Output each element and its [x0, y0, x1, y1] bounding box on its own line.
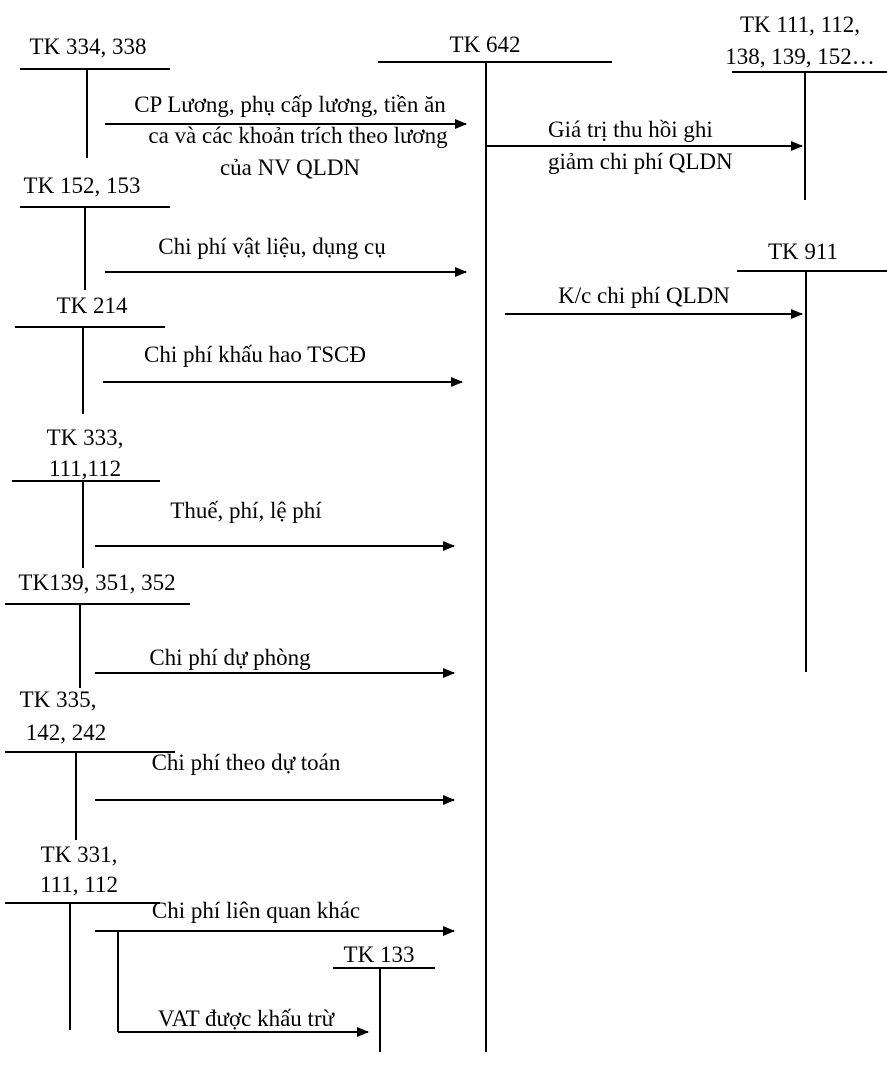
entry-taxes: Thuế, phí, lệ phí	[95, 498, 455, 551]
tk-111-line2-label: 138, 139, 152…	[725, 44, 875, 69]
salary-label-line3: của NV QLDN	[220, 155, 360, 180]
tk-333-line2-label: 111,112	[49, 456, 121, 481]
t-account-335-142-242: TK 335, 142, 242	[5, 687, 175, 840]
t-account-334-338: TK 334, 338	[20, 34, 170, 158]
tk-331-line1-label: TK 331,	[41, 842, 118, 867]
t-account-333: TK 333, 111,112	[12, 425, 160, 568]
t-account-139-351-352: TK139, 351, 352	[5, 570, 190, 688]
tk-139-label: TK139, 351, 352	[18, 570, 175, 595]
materials-label: Chi phí vật liệu, dụng cụ	[158, 234, 386, 259]
entry-transfer: K/c chi phí QLDN	[505, 283, 803, 319]
salary-label-line2: ca và các khoản trích theo lương	[148, 123, 448, 148]
estimate-label: Chi phí theo dự toán	[152, 750, 341, 775]
tk-214-label: TK 214	[57, 293, 128, 318]
tk-335-line1-label: TK 335,	[20, 687, 97, 712]
tk-111-line1-label: TK 111, 112,	[740, 12, 860, 37]
t-account-111-112-138: TK 111, 112, 138, 139, 152…	[725, 12, 887, 200]
tk-334-338-label: TK 334, 338	[30, 34, 147, 59]
t-account-642: TK 642	[378, 32, 612, 1052]
t-account-331-111-112: TK 331, 111, 112	[5, 842, 160, 1030]
recovery-label-line2: giảm chi phí QLDN	[548, 149, 733, 174]
t-account-214: TK 214	[15, 293, 165, 414]
recovery-label-line1: Giá trị thu hồi ghi	[548, 117, 713, 142]
entry-materials: Chi phí vật liệu, dụng cụ	[105, 234, 467, 277]
tk-642-label: TK 642	[450, 32, 521, 57]
t-account-911: TK 911	[737, 239, 887, 672]
provision-label: Chi phí dự phòng	[149, 645, 311, 670]
entry-depreciation: Chi phí khấu hao TSCĐ	[103, 342, 463, 387]
tk-911-label: TK 911	[768, 239, 838, 264]
tk-331-line2-label: 111, 112	[40, 872, 118, 897]
entry-recovery: Giá trị thu hồi ghi giảm chi phí QLDN	[486, 117, 803, 174]
tk-152-153-label: TK 152, 153	[24, 173, 141, 198]
entry-other: Chi phí liên quan khác	[95, 898, 455, 936]
salary-label-line1: CP Lương, phụ cấp lương, tiền ăn	[134, 92, 446, 117]
tk-133-label: TK 133	[344, 942, 415, 967]
transfer-label: K/c chi phí QLDN	[558, 283, 730, 308]
other-label: Chi phí liên quan khác	[152, 898, 360, 923]
t-account-133: TK 133	[333, 942, 435, 1052]
entry-provision: Chi phí dự phòng	[95, 645, 455, 678]
vat-label: VAT được khấu trừ	[158, 1006, 336, 1031]
entry-vat: VAT được khấu trừ	[117, 931, 369, 1037]
t-account-152-153: TK 152, 153	[20, 173, 170, 290]
entry-estimate: Chi phí theo dự toán	[95, 750, 455, 805]
tk-333-line1-label: TK 333,	[47, 425, 124, 450]
tk-335-line2-label: 142, 242	[26, 720, 107, 745]
depreciation-label: Chi phí khấu hao TSCĐ	[144, 342, 366, 367]
entry-salary: CP Lương, phụ cấp lương, tiền ăn ca và c…	[105, 92, 467, 180]
taxes-label: Thuế, phí, lệ phí	[170, 498, 322, 523]
